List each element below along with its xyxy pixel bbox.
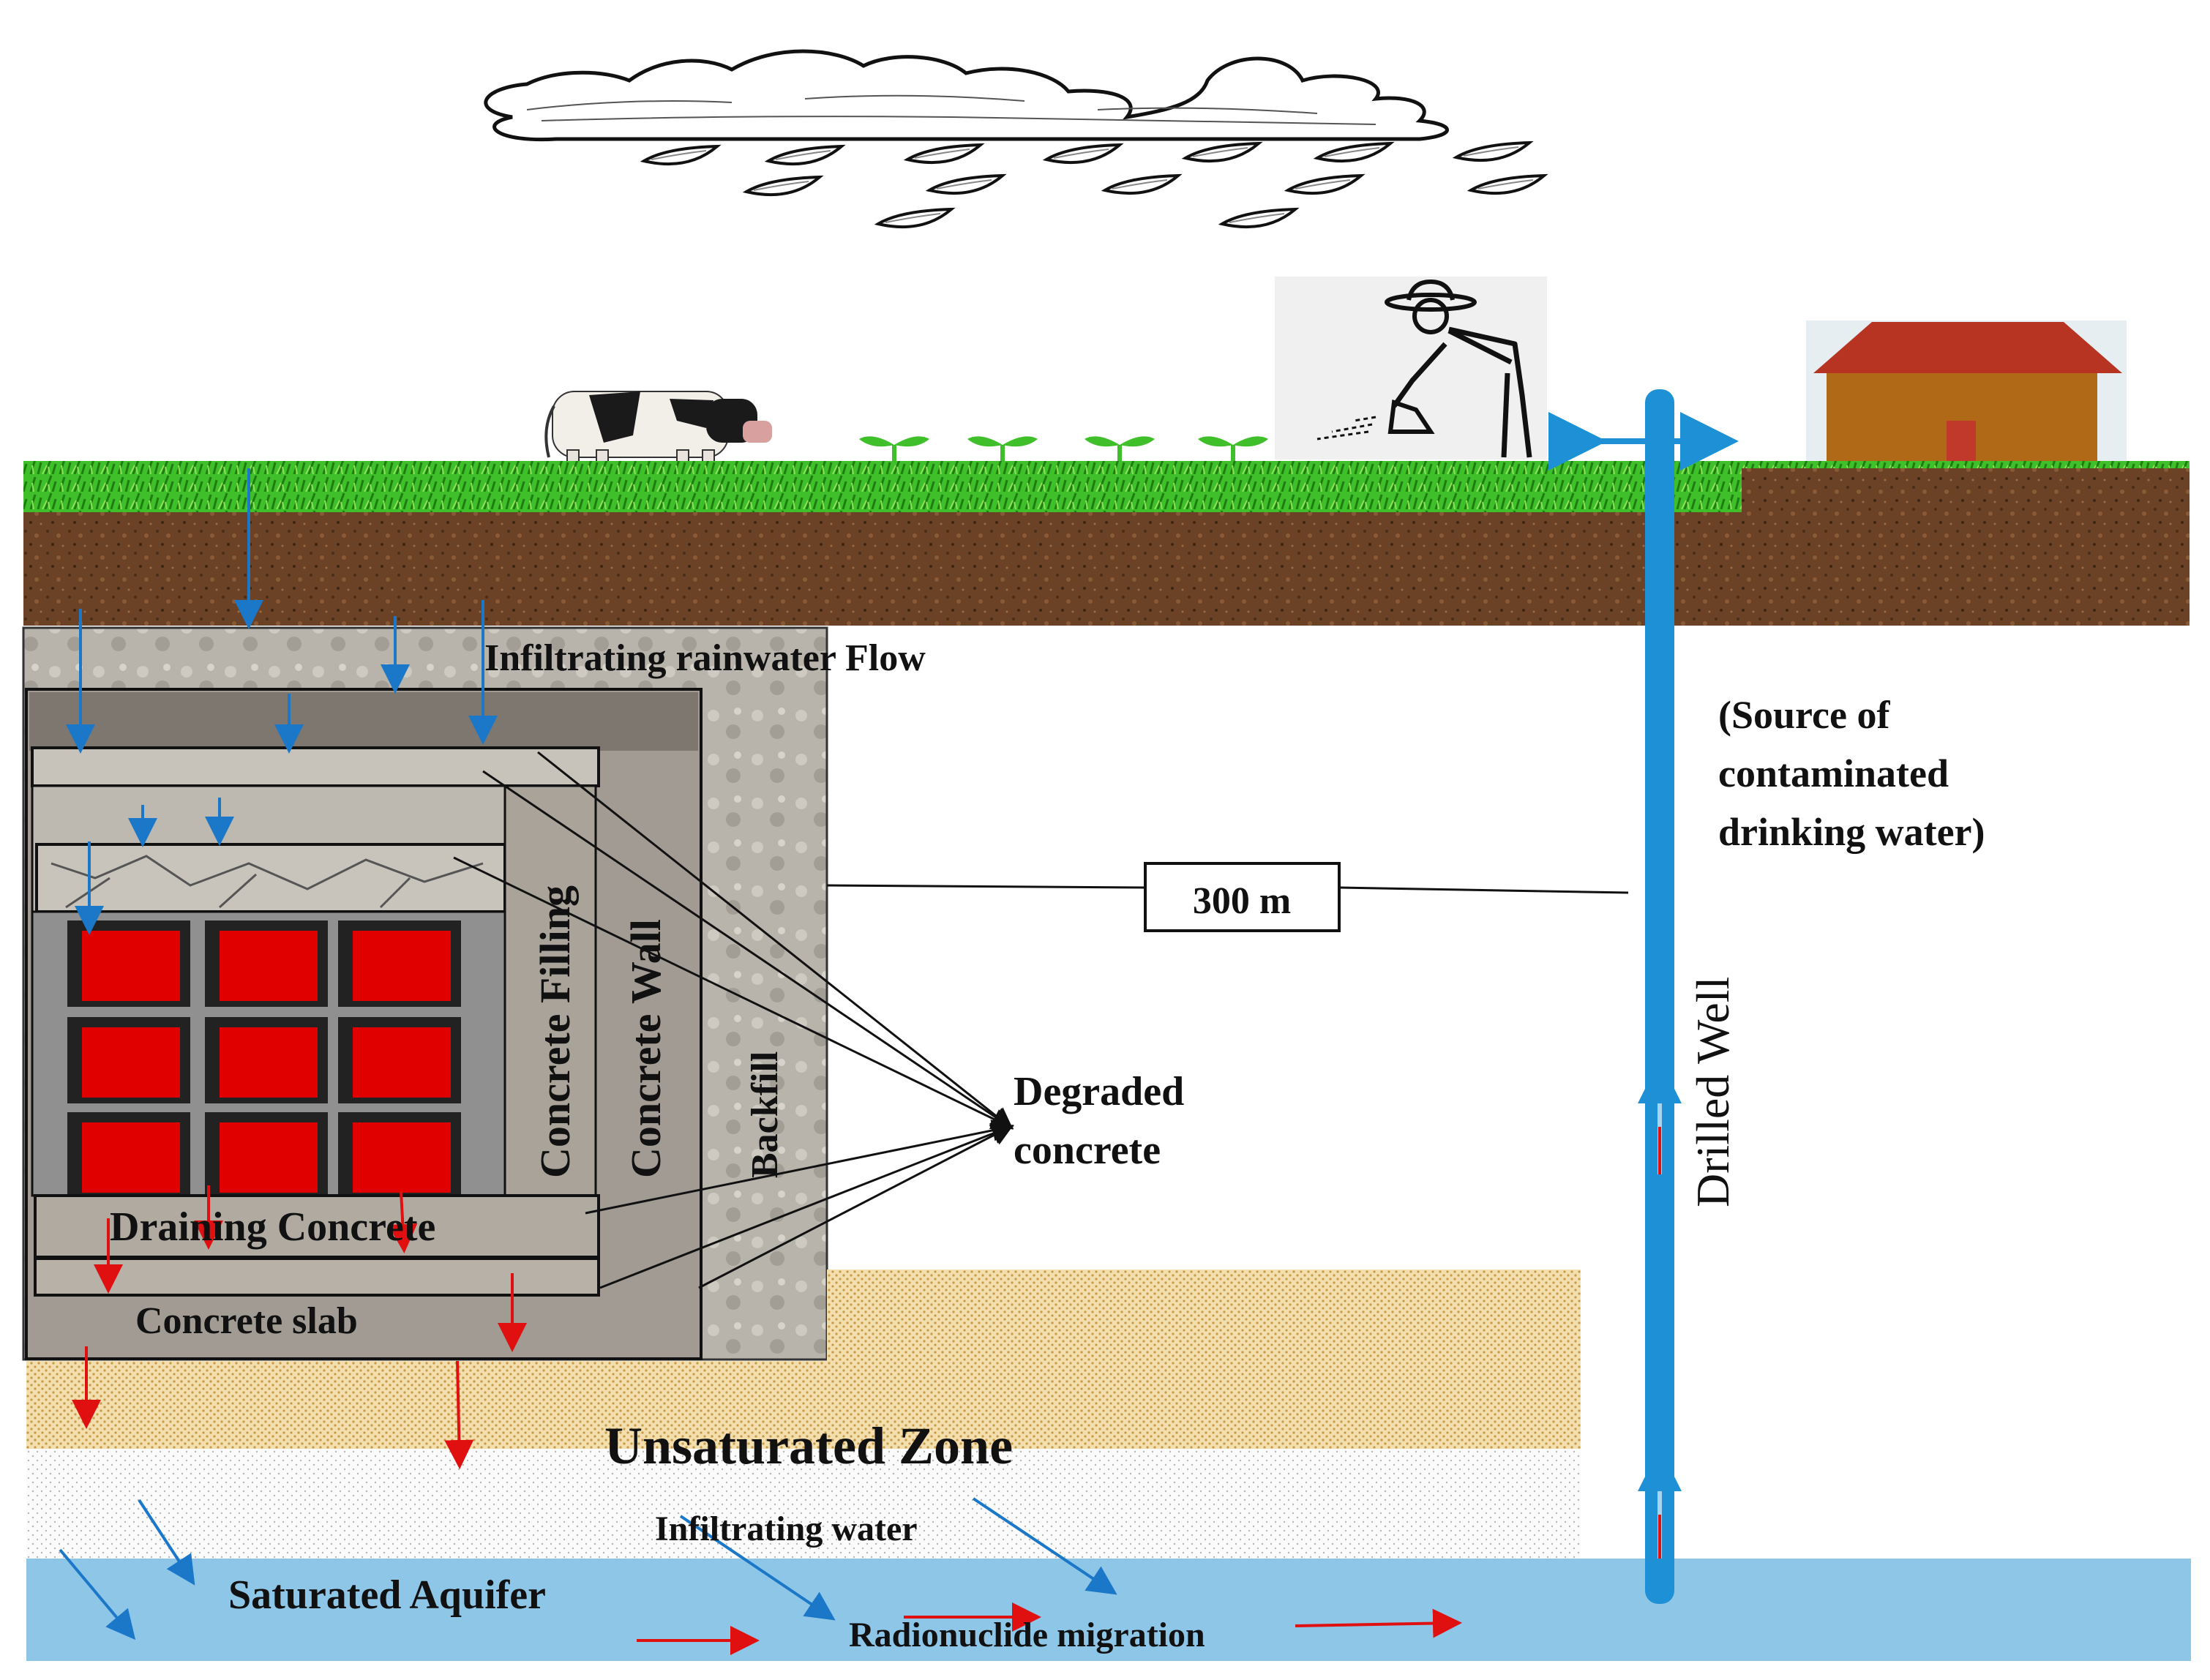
raindrop-icon <box>1101 173 1183 195</box>
farmer-icon <box>1275 277 1547 460</box>
seedling-icon <box>1085 436 1155 462</box>
water-flow-arrow <box>972 1497 1117 1595</box>
seedling-icon <box>859 436 929 462</box>
waste-package <box>67 1017 190 1103</box>
concrete-slab <box>34 1257 600 1297</box>
contaminant-arrows <box>72 1185 1462 1655</box>
raindrop-icon <box>1042 143 1124 165</box>
saturated-aquifer-label: Saturated Aquifer <box>228 1572 546 1618</box>
contaminant-arrow <box>388 1190 418 1253</box>
source-label-line3: drinking water) <box>1718 810 1985 854</box>
distance-line-left <box>826 884 1146 889</box>
raindrop-icon <box>742 175 824 197</box>
water-flow-arrow <box>59 1548 136 1640</box>
waste-packages <box>67 920 461 1199</box>
raindrop-icon <box>1452 140 1534 162</box>
drilled-well-label: Drilled Well <box>1687 977 1739 1207</box>
unsaturated-dots-zone <box>827 1270 1581 1449</box>
pointer-arrow <box>599 1122 1014 1289</box>
degraded-label-line2: concrete <box>1014 1128 1161 1173</box>
raindrop-icon <box>1313 141 1395 163</box>
unsaturated-sand-zone <box>26 1449 1581 1559</box>
migration-arrow <box>1295 1608 1462 1638</box>
concrete-filling-label: Concrete Filling <box>531 885 579 1178</box>
waste-package <box>67 920 190 1007</box>
degraded-slab <box>35 843 506 913</box>
cloud-icon <box>484 49 1449 142</box>
concrete-cap <box>31 746 600 787</box>
distance-line-right <box>1338 886 1629 894</box>
pointer-arrow <box>585 1120 1014 1215</box>
pointer-arrow <box>453 856 1014 1130</box>
raindrop-icon <box>1181 141 1263 163</box>
contaminant-arrow <box>444 1360 474 1469</box>
infiltration-arrows <box>59 468 1117 1640</box>
raindrop-icon <box>925 173 1007 195</box>
unsaturated-dots-under <box>26 1361 827 1449</box>
pointer-arrow <box>537 751 1014 1130</box>
seedling-icon <box>1198 436 1268 462</box>
waste-package <box>338 1112 461 1199</box>
backfill-label: Backfill <box>744 1051 786 1178</box>
waste-package <box>67 1112 190 1199</box>
draining-concrete-label: Draining Concrete <box>110 1204 435 1250</box>
raindrop-icon <box>764 144 846 166</box>
waste-package <box>338 1017 461 1103</box>
raindrop-icon <box>640 144 722 166</box>
upper-concrete-texture <box>29 692 698 751</box>
unsaturated-zone-label: Unsaturated Zone <box>604 1417 1013 1475</box>
infiltrating-water-label: Infiltrating water <box>655 1510 918 1548</box>
seedling-icon <box>967 436 1038 462</box>
water-flow-arrow <box>679 1515 836 1621</box>
source-label-line2: contaminated <box>1718 751 1949 795</box>
degraded-label-line1: Degraded <box>1014 1069 1184 1114</box>
water-flow-arrow <box>138 1499 195 1586</box>
concrete-slab-label: Concrete slab <box>135 1300 358 1342</box>
pointer-arrow <box>698 1125 1014 1289</box>
distance-box <box>1144 862 1341 932</box>
pointer-arrow <box>482 770 1014 1130</box>
waste-package <box>338 920 461 1007</box>
waste-package <box>205 920 328 1007</box>
house-soil-block <box>1742 468 2190 626</box>
seedlings-group <box>859 436 1268 462</box>
rain-group <box>640 140 1548 229</box>
raindrop-icon <box>903 143 985 165</box>
drilled-well <box>1645 389 1674 1604</box>
raindrop-icon <box>874 207 956 229</box>
waste-package <box>205 1017 328 1103</box>
waste-package <box>205 1112 328 1199</box>
infiltrating-flow-label: Infiltrating rainwater Flow <box>484 637 926 679</box>
source-label-line1: (Source of <box>1718 693 1890 737</box>
radionuclide-migration-label: Radionuclide migration <box>849 1616 1205 1654</box>
raindrop-icon <box>1467 173 1548 195</box>
raindrop-icon <box>1284 173 1366 195</box>
degraded-pointer-arrows <box>453 751 1014 1289</box>
distance-label: 300 m <box>1193 880 1291 922</box>
concrete-filling-column <box>503 784 597 1197</box>
house-icon <box>1806 320 2127 461</box>
raindrop-icon <box>1218 207 1300 229</box>
concrete-wall-label: Concrete Wall <box>622 919 670 1178</box>
